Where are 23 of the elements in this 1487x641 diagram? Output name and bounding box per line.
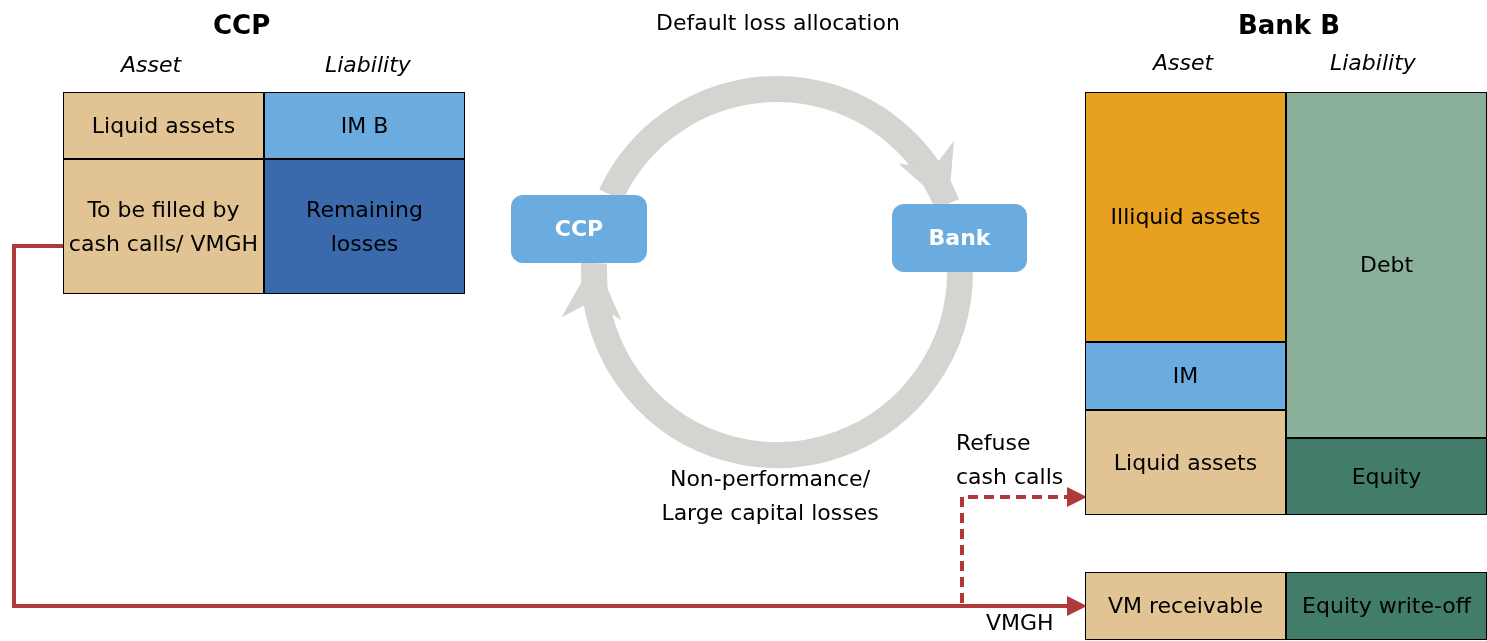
table-heading: Asset	[121, 51, 182, 79]
table-heading: Liability	[1330, 49, 1416, 77]
table-heading: Asset	[1153, 49, 1214, 77]
edge-label: Default loss allocation	[655, 9, 901, 37]
table-heading: CCP	[213, 9, 271, 42]
asset-cell: Liquid assets	[63, 92, 264, 159]
table-heading: Bank B	[1238, 9, 1341, 42]
edge-label: VMGH	[986, 609, 1054, 637]
asset-cell: VM receivable	[1085, 572, 1286, 640]
liability-cell: Debt	[1286, 92, 1487, 438]
asset-cell: IM	[1085, 342, 1286, 410]
liability-cell: IM B	[264, 92, 465, 159]
liability-cell: Equity write-off	[1286, 572, 1487, 640]
entity-box: CCP	[511, 195, 647, 263]
asset-cell: Liquid assets	[1085, 410, 1286, 515]
edge-label: Refuse cash calls	[956, 429, 1065, 491]
table-heading: Liability	[325, 51, 411, 79]
liability-cell: Remaining losses	[264, 159, 465, 294]
liability-cell: Equity	[1286, 438, 1487, 515]
asset-cell: Illiquid assets	[1085, 92, 1286, 342]
asset-cell: To be filled by cash calls/ VMGH	[63, 159, 264, 294]
edge-label: Non-performance/ Large capital losses	[660, 465, 880, 527]
entity-box: Bank	[892, 204, 1027, 272]
